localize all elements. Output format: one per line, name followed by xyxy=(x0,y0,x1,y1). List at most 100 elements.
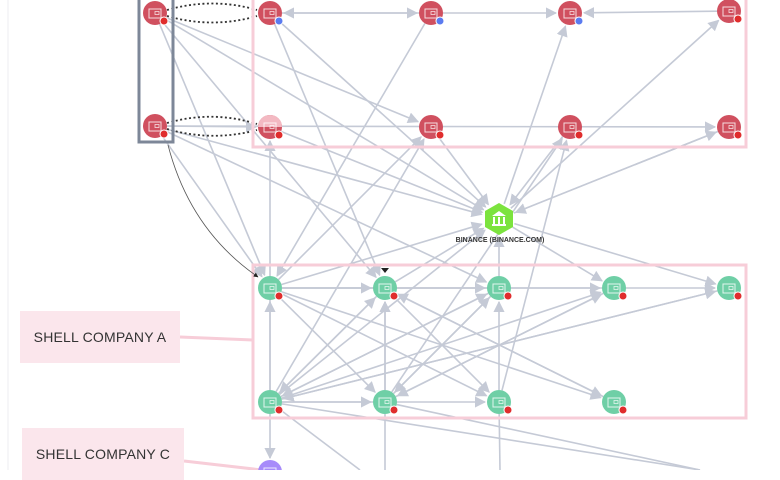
wallet-icon xyxy=(492,397,506,408)
risk-badge-icon xyxy=(274,405,284,415)
risk-badge-icon xyxy=(733,14,743,24)
wallet-node-r1[interactable] xyxy=(258,1,284,26)
wallet-icon xyxy=(263,283,277,294)
wallet-node-r3[interactable] xyxy=(558,1,584,26)
wallet-icon xyxy=(263,467,277,470)
wallet-node-g6[interactable] xyxy=(258,390,284,415)
connector-shell-company-c xyxy=(183,459,263,470)
dotted-link-s1-r1[interactable] xyxy=(166,15,258,24)
risk-badge-icon xyxy=(435,130,445,140)
risk-badge-icon xyxy=(618,291,628,301)
connector-shell-company-a xyxy=(179,335,254,342)
edge-g2-g8[interactable] xyxy=(392,295,490,393)
edge-g9-g2[interactable] xyxy=(396,293,604,398)
edge-s2-B[interactable] xyxy=(166,128,483,218)
group-box-red-wallets xyxy=(251,0,748,149)
nodes-layer xyxy=(143,0,743,470)
risk-badge-icon xyxy=(389,405,399,415)
edge-B-r4[interactable] xyxy=(510,19,720,209)
wallet-icon xyxy=(563,8,577,19)
wallet-node-r7[interactable] xyxy=(558,115,584,140)
wallet-icon xyxy=(722,283,736,294)
edge-B-r3[interactable] xyxy=(503,25,568,205)
wallet-icon xyxy=(722,122,736,133)
edge-s2-g3[interactable] xyxy=(165,130,488,283)
edge-g8-s3x[interactable] xyxy=(498,413,501,470)
edge-r1-g2[interactable] xyxy=(273,23,381,277)
edge-g7-e1[interactable] xyxy=(396,403,701,470)
dotted-link-s2-r5[interactable] xyxy=(166,128,258,137)
wallet-node-s1[interactable] xyxy=(143,1,169,26)
group-label-shell-company-a[interactable]: SHELL COMPANY A xyxy=(20,311,180,363)
info-badge-icon xyxy=(274,16,284,26)
wallet-icon xyxy=(722,6,736,17)
wallet-node-g3[interactable] xyxy=(487,276,513,301)
wallet-node-r8[interactable] xyxy=(717,115,743,140)
transaction-graph[interactable] xyxy=(0,0,780,470)
edge-g3-g7[interactable] xyxy=(394,295,492,393)
risk-badge-icon xyxy=(733,291,743,301)
edge-s1-r6[interactable] xyxy=(165,16,420,123)
edge-B-r8[interactable] xyxy=(513,130,718,214)
wallet-node-g8[interactable] xyxy=(487,390,513,415)
wallet-node-r4[interactable] xyxy=(717,0,743,24)
risk-badge-icon xyxy=(274,130,284,140)
wallet-icon xyxy=(263,397,277,408)
risk-badge-icon xyxy=(159,129,169,139)
wallet-node-g4[interactable] xyxy=(602,276,628,301)
edge-B-g4[interactable] xyxy=(512,226,603,282)
wallet-icon xyxy=(263,122,277,133)
edge-g6-e1[interactable] xyxy=(281,403,701,470)
wallet-node-r6[interactable] xyxy=(419,115,445,140)
wallet-icon xyxy=(607,283,621,294)
edge-g6-B[interactable] xyxy=(278,229,486,396)
risk-badge-icon xyxy=(574,130,584,140)
edge-g2-g6[interactable] xyxy=(279,295,378,393)
dotted-link-s1-r1[interactable] xyxy=(166,2,258,11)
wallet-node-g1[interactable] xyxy=(258,276,284,301)
edge-g1-B[interactable] xyxy=(281,221,483,286)
annotated-edge[interactable] xyxy=(167,144,259,278)
wallet-icon xyxy=(148,121,162,132)
risk-badge-icon xyxy=(274,291,284,301)
edge-s2-g1[interactable] xyxy=(161,135,263,278)
bank-icon xyxy=(492,211,506,226)
risk-badge-icon xyxy=(503,291,513,301)
edge-g1-r6[interactable] xyxy=(277,136,422,281)
wallet-icon xyxy=(424,8,438,19)
wallet-node-s2[interactable] xyxy=(143,114,169,139)
edge-s1-g1[interactable] xyxy=(158,23,266,277)
wallet-icon xyxy=(378,397,392,408)
binance-node[interactable] xyxy=(485,203,513,235)
selection-box[interactable] xyxy=(137,0,175,144)
binance-label: BINANCE (BINANCE.COM) xyxy=(455,237,545,244)
wallet-node-g7[interactable] xyxy=(373,390,399,415)
edge-r4-r3[interactable] xyxy=(582,7,718,19)
dotted-link-s2-r5[interactable] xyxy=(166,115,258,125)
risk-badge-icon xyxy=(503,405,513,415)
group-box-shell-company-a xyxy=(251,263,748,420)
risk-badge-icon xyxy=(733,130,743,140)
edge-r5-B[interactable] xyxy=(280,130,484,214)
wallet-node-g5[interactable] xyxy=(717,276,743,301)
info-badge-icon xyxy=(435,16,445,26)
wallet-icon xyxy=(424,122,438,133)
wallet-node-g2[interactable] xyxy=(373,276,399,301)
risk-badge-icon xyxy=(159,16,169,26)
risk-badge-icon xyxy=(618,405,628,415)
edge-r1-B[interactable] xyxy=(278,20,487,208)
edge-s1-B[interactable] xyxy=(164,18,485,211)
wallet-node-g9[interactable] xyxy=(602,390,628,415)
edge-g2-B[interactable] xyxy=(394,227,485,283)
wallet-node-p1[interactable] xyxy=(258,460,282,470)
info-badge-icon xyxy=(574,16,584,26)
edge-r2-g1[interactable] xyxy=(276,22,426,277)
wallet-icon xyxy=(607,397,621,408)
edge-g1-g7[interactable] xyxy=(277,295,376,393)
wallet-icon xyxy=(148,8,162,19)
wallet-node-r2[interactable] xyxy=(419,1,445,26)
wallet-icon xyxy=(563,122,577,133)
group-label-shell-company-c[interactable]: SHELL COMPANY C xyxy=(22,428,184,480)
wallet-node-r5[interactable] xyxy=(258,115,284,140)
edge-B-g5[interactable] xyxy=(514,222,717,287)
